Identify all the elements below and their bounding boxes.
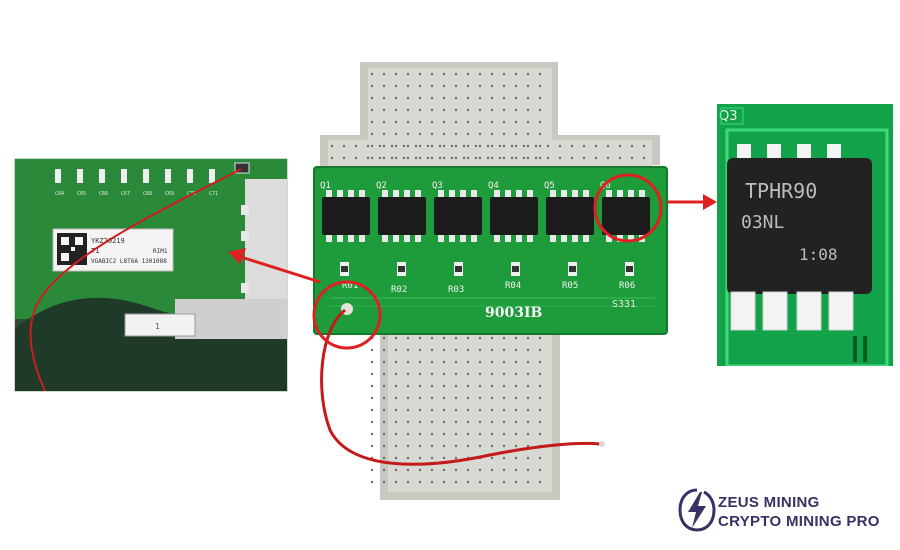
resistor-r04: R04 — [505, 262, 521, 291]
sticker-code: RIM1 — [153, 248, 168, 255]
red-wire — [320, 308, 601, 466]
pad-c64: C64 — [55, 169, 64, 197]
sticker-line2: T1 — [91, 247, 99, 255]
resistor-label: R06 — [619, 281, 635, 291]
inset-corner-label: Q3 — [719, 109, 738, 124]
chip-top-pins — [737, 144, 841, 160]
highlight-circle-q6 — [593, 173, 663, 243]
arrow-right — [667, 194, 717, 210]
mosfet-label: Q1 — [320, 181, 331, 191]
pad-label: C71 — [209, 191, 218, 197]
pad-c66: C66 — [99, 169, 108, 197]
brand-logo: ZEUS MINING CRYPTO MINING PRO — [672, 482, 892, 540]
resistor-r05: R05 — [562, 262, 578, 291]
highlight-circle-wire — [312, 280, 382, 350]
resistor-r03: R03 — [448, 262, 464, 295]
chip-marking-line3: 1:08 — [799, 245, 838, 264]
resistor-r02: R02 — [391, 262, 407, 295]
resistor-label: R04 — [505, 281, 521, 291]
perforation-dots — [330, 72, 646, 484]
mosfet-chip — [727, 158, 872, 294]
board-code: 9003IB — [485, 305, 543, 321]
mosfet-label: Q3 — [432, 181, 443, 191]
left-inset-photo: YKZ20219 T1 VGABIC2 L8T6A 1301088 RIM1 C… — [14, 158, 288, 392]
pad-c69: C69 — [165, 169, 174, 197]
chip-marking-line2: 03NL — [741, 212, 785, 233]
mosfet-q3: Q3 — [432, 181, 482, 242]
logo-line2: CRYPTO MINING PRO — [718, 513, 880, 530]
chip-bottom-pins — [730, 291, 854, 331]
pad-label: C69 — [165, 191, 174, 197]
resistor-r06: R06 — [619, 262, 635, 291]
chip-marking-line1: TPHR90 — [745, 179, 817, 203]
resistor-label: R02 — [391, 285, 407, 295]
sticker-line3: VGABIC2 L8T6A 1301088 — [91, 258, 167, 265]
right-inset-chip-closeup: Q3 TPHR90 03NL 1:08 — [717, 104, 893, 366]
pad-label: C67 — [121, 191, 130, 197]
solder-joint — [234, 162, 250, 174]
lightning-logo-icon — [678, 488, 716, 532]
logo-line1: ZEUS MINING — [718, 494, 820, 511]
mosfet-q2: Q2 — [376, 181, 426, 242]
resistor-r01: R01 — [340, 262, 358, 291]
pad-c67: C67 — [121, 169, 130, 197]
box-number: 1 — [155, 322, 160, 331]
mosfet-label: Q2 — [376, 181, 387, 191]
silk-code: S331 — [612, 299, 636, 310]
mosfet-label: Q5 — [544, 181, 555, 191]
pad-label: C68 — [143, 191, 152, 197]
white-box — [124, 313, 196, 337]
red-wire-inset — [29, 168, 242, 391]
resistor-label: R05 — [562, 281, 578, 291]
resistor-label: R03 — [448, 285, 464, 295]
pad-label: C64 — [55, 191, 64, 197]
mosfet-label: Q4 — [488, 181, 499, 191]
pad-label: C65 — [77, 191, 86, 197]
pad-c71: C71 — [209, 169, 218, 197]
pad-label: C66 — [99, 191, 108, 197]
mosfet-q5: Q5 — [544, 181, 594, 242]
arrow-left — [228, 248, 321, 284]
mosfet-q1: Q1 — [320, 181, 370, 242]
resistor-label: R01 — [342, 281, 358, 291]
mosfet-q4: Q4 — [488, 181, 538, 242]
pad-c65: C65 — [77, 169, 86, 197]
pad-c68: C68 — [143, 169, 152, 197]
